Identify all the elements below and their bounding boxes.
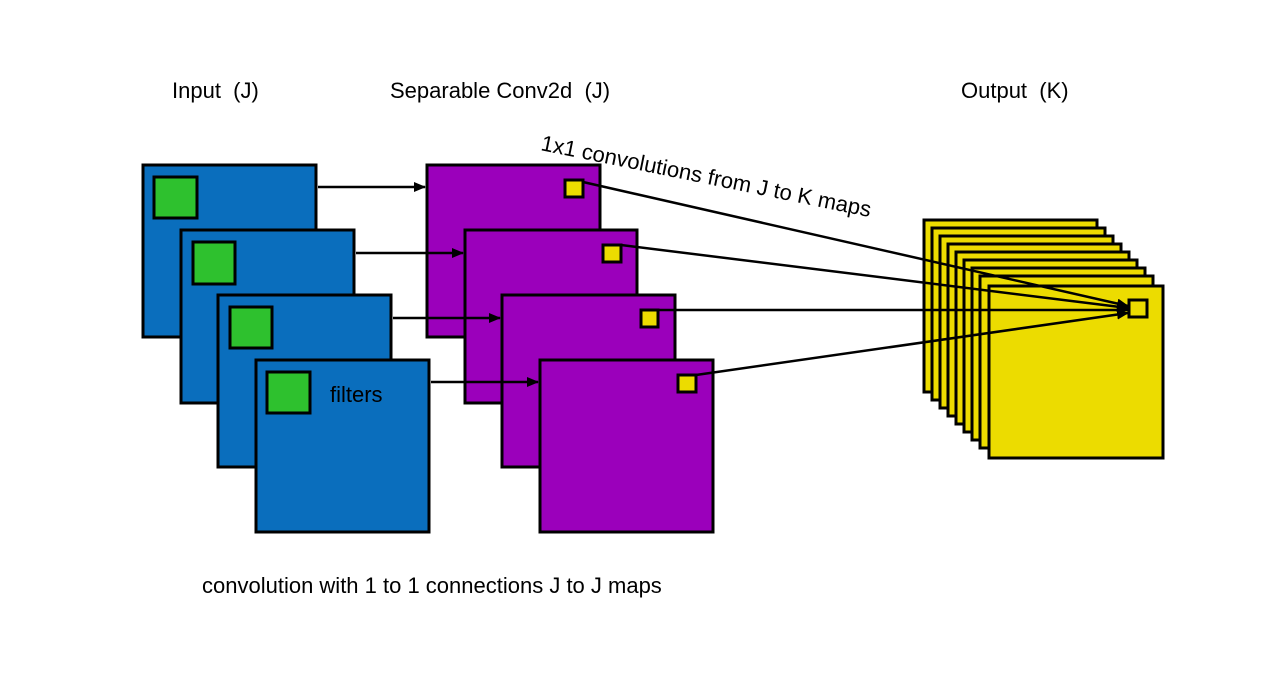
pointwise-arrow (582, 180, 1129, 309)
depthwise-caption: convolution with 1 to 1 connections J to… (202, 573, 662, 598)
output-pixel (563, 178, 585, 199)
filter-kernel (191, 240, 237, 286)
input-title: Input (J) (172, 78, 259, 103)
depthwise-arrows (318, 182, 539, 387)
filter-kernel (228, 305, 274, 350)
output-pixel (676, 373, 698, 394)
input-maps (141, 163, 431, 534)
output-title: Output (K) (961, 78, 1069, 103)
input-map (254, 358, 431, 534)
filter-kernel (265, 370, 312, 415)
output-maps (922, 218, 1165, 460)
separable-map (538, 358, 715, 534)
output-target-pixel (1127, 298, 1149, 319)
output-pixel (601, 243, 623, 264)
filter-kernel (152, 175, 199, 220)
pointwise-arrows (582, 180, 1129, 377)
separable-maps (425, 163, 715, 534)
separable-conv-title: Separable Conv2d (J) (390, 78, 610, 103)
output-pixel (639, 308, 660, 329)
pointwise-arrow (695, 309, 1129, 377)
filters-label: filters (330, 382, 383, 407)
pointwise-arrow (620, 243, 1129, 312)
